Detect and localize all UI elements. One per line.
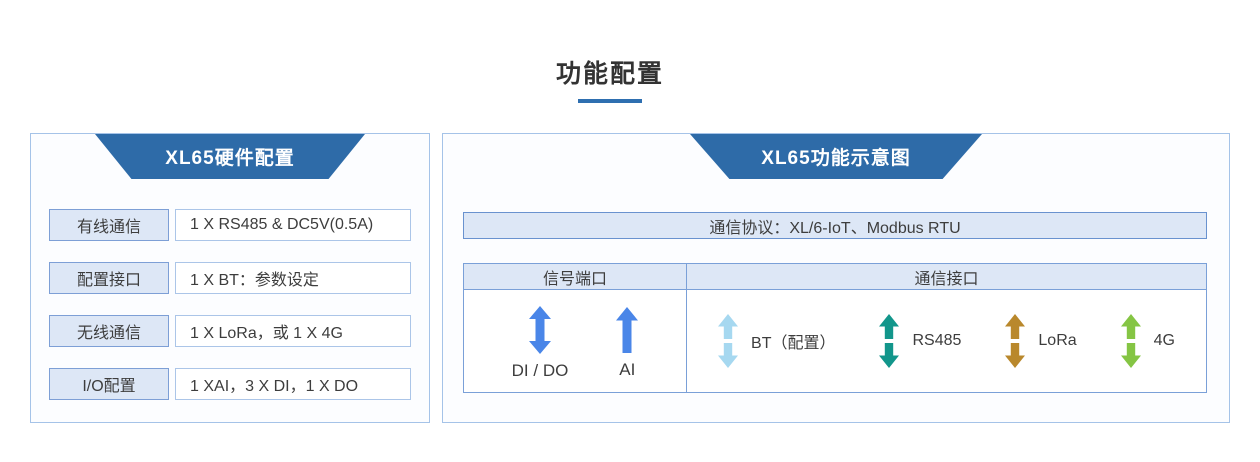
comm-label-rs485: RS485 — [912, 332, 962, 349]
comm-label-4g: 4G — [1153, 332, 1175, 349]
hardware-rows: 有线通信 1 X RS485 & DC5V(0.5A) 配置接口 1 X BT：… — [49, 209, 411, 421]
row-value-io-config: 1 XAI，3 X DI，1 X DO — [175, 368, 411, 400]
4g-arrow-icon — [1120, 314, 1141, 368]
comm-label-lora: LoRa — [1038, 332, 1077, 349]
row-label-config-interface: 配置接口 — [49, 262, 169, 294]
signal-ports-cell: DI / DO AI — [464, 290, 687, 392]
di-do-arrow-icon — [528, 305, 551, 354]
page-title: 功能配置 — [555, 60, 664, 88]
comm-rs485: RS485 — [879, 314, 961, 368]
signal-ports-header: 信号端口 — [464, 264, 687, 290]
function-table: 信号端口 通信接口 DI / DO AI — [463, 263, 1207, 393]
hardware-panel-title: XL65硬件配置 — [165, 148, 295, 169]
port-ai: AI — [616, 306, 639, 380]
title-underline — [578, 99, 642, 103]
table-row: 配置接口 1 X BT：参数设定 — [49, 262, 411, 294]
comm-bt: BT（配置） — [718, 314, 835, 368]
ai-arrow-icon — [616, 306, 639, 353]
comm-lora: LoRa — [1005, 314, 1077, 368]
function-diagram-panel: XL65功能示意图 通信协议：XL/6-IoT、Modbus RTU 信号端口 … — [442, 133, 1230, 423]
port-label-ai: AI — [619, 359, 636, 379]
comm-4g: 4G — [1120, 314, 1175, 368]
table-row: 无线通信 1 X LoRa，或 1 X 4G — [49, 315, 411, 347]
row-label-io-config: I/O配置 — [49, 368, 169, 400]
rs485-arrow-icon — [879, 314, 900, 368]
table-row: 有线通信 1 X RS485 & DC5V(0.5A) — [49, 209, 411, 241]
port-di-do: DI / DO — [511, 305, 569, 381]
lora-arrow-icon — [1005, 314, 1026, 368]
port-label-di-do: DI / DO — [511, 360, 569, 380]
comm-label-bt: BT（配置） — [751, 335, 836, 352]
table-row: I/O配置 1 XAI，3 X DI，1 X DO — [49, 368, 411, 400]
comm-interfaces-header: 通信接口 — [687, 264, 1206, 290]
comm-interfaces-cell: BT（配置） RS485 LoRa — [687, 290, 1206, 392]
row-label-wireless-comm: 无线通信 — [49, 315, 169, 347]
protocol-text: 通信协议：XL/6-IoT、Modbus RTU — [709, 219, 961, 237]
function-panel-header: XL65功能示意图 — [690, 134, 982, 179]
hardware-config-panel: XL65硬件配置 有线通信 1 X RS485 & DC5V(0.5A) 配置接… — [30, 133, 430, 423]
hardware-panel-header: XL65硬件配置 — [95, 134, 365, 179]
row-value-wireless-comm: 1 X LoRa，或 1 X 4G — [175, 315, 411, 347]
function-panel-title: XL65功能示意图 — [761, 148, 911, 169]
row-value-config-interface: 1 X BT：参数设定 — [175, 262, 411, 294]
row-label-wired-comm: 有线通信 — [49, 209, 169, 241]
protocol-bar: 通信协议：XL/6-IoT、Modbus RTU — [463, 212, 1207, 239]
row-value-wired-comm: 1 X RS485 & DC5V(0.5A) — [175, 209, 411, 241]
bt-arrow-icon — [718, 314, 739, 368]
page-header: 功能配置 — [0, 54, 1220, 103]
